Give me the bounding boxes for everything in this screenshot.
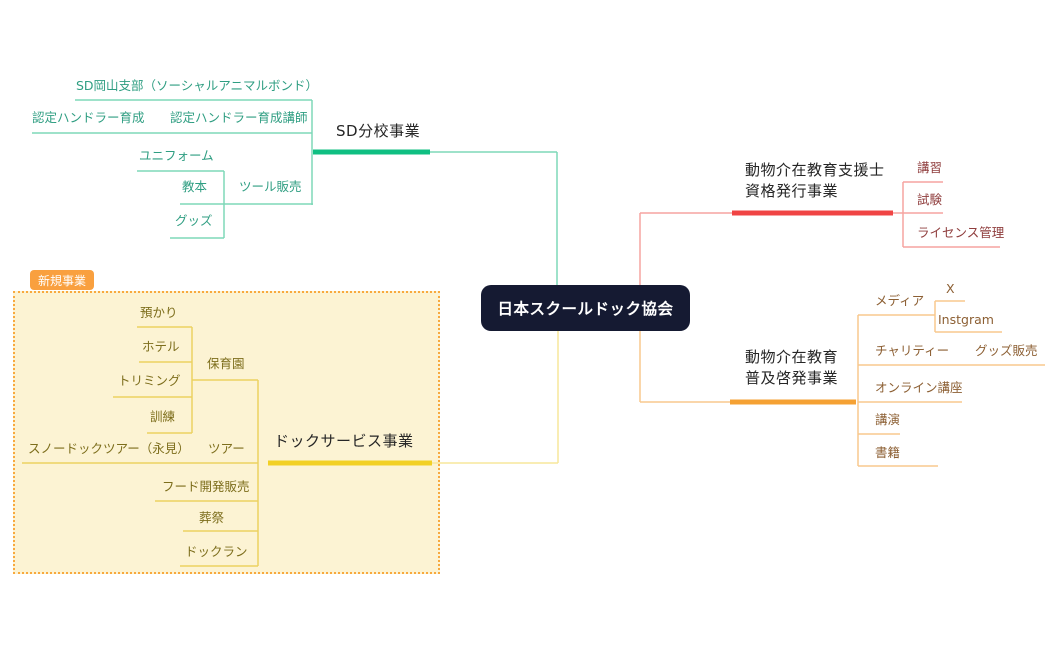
node-charity[interactable]: チャリティー — [875, 343, 950, 358]
node-uniform[interactable]: ユニフォーム — [139, 148, 214, 163]
node-x[interactable]: X — [946, 281, 955, 296]
node-snow-tour[interactable]: スノードックツアー（永見） — [28, 441, 190, 456]
node-instgram[interactable]: Instgram — [938, 312, 994, 327]
node-textbook[interactable]: 教本 — [182, 179, 208, 194]
branch-outreach-line2: 普及啓発事業 — [745, 369, 839, 387]
node-funeral[interactable]: 葬祭 — [199, 510, 225, 525]
branch-license-line1: 動物介在教育支援士 — [745, 161, 885, 179]
node-sd-okayama[interactable]: SD岡山支部（ソーシャルアニマルボンド） — [76, 78, 319, 93]
node-hotel[interactable]: ホテル — [142, 339, 180, 354]
node-license-mgmt[interactable]: ライセンス管理 — [917, 225, 1005, 240]
node-tool-sales[interactable]: ツール販売 — [239, 179, 302, 194]
branch-license-line2: 資格発行事業 — [745, 182, 839, 200]
branch-outreach[interactable]: 動物介在教育 普及啓発事業 — [745, 347, 838, 389]
node-koshu[interactable]: 講習 — [917, 160, 943, 175]
node-nursery[interactable]: 保育園 — [207, 356, 245, 371]
node-training[interactable]: 訓練 — [150, 409, 176, 424]
branch-sd-bunko[interactable]: SD分校事業 — [336, 122, 421, 140]
node-food-dev[interactable]: フード開発販売 — [162, 479, 250, 494]
node-online-course[interactable]: オンライン講座 — [875, 380, 963, 395]
node-handler-teacher[interactable]: 認定ハンドラー育成講師 — [170, 110, 308, 125]
new-business-panel — [13, 291, 440, 574]
center-root-title: 日本スクールドック協会 — [497, 300, 674, 318]
center-root-node[interactable]: 日本スクールドック協会 — [481, 285, 690, 331]
node-goods-sales[interactable]: グッズ販売 — [975, 343, 1038, 358]
node-trimming[interactable]: トリミング — [118, 373, 181, 388]
node-dog-run[interactable]: ドックラン — [185, 544, 248, 559]
new-business-badge: 新規事業 — [30, 270, 95, 290]
node-media[interactable]: メディア — [875, 293, 925, 308]
node-handler-training[interactable]: 認定ハンドラー育成 — [32, 110, 145, 125]
branch-outreach-line1: 動物介在教育 — [745, 348, 839, 366]
node-goods[interactable]: グッズ — [175, 213, 213, 228]
node-lecture[interactable]: 講演 — [875, 412, 901, 427]
node-tour[interactable]: ツアー — [208, 441, 245, 456]
node-books[interactable]: 書籍 — [875, 445, 901, 460]
branch-dog-service[interactable]: ドックサービス事業 — [274, 432, 414, 450]
node-daycare[interactable]: 預かり — [140, 305, 178, 320]
node-shiken[interactable]: 試験 — [917, 192, 943, 207]
branch-license[interactable]: 動物介在教育支援士 資格発行事業 — [745, 160, 885, 202]
